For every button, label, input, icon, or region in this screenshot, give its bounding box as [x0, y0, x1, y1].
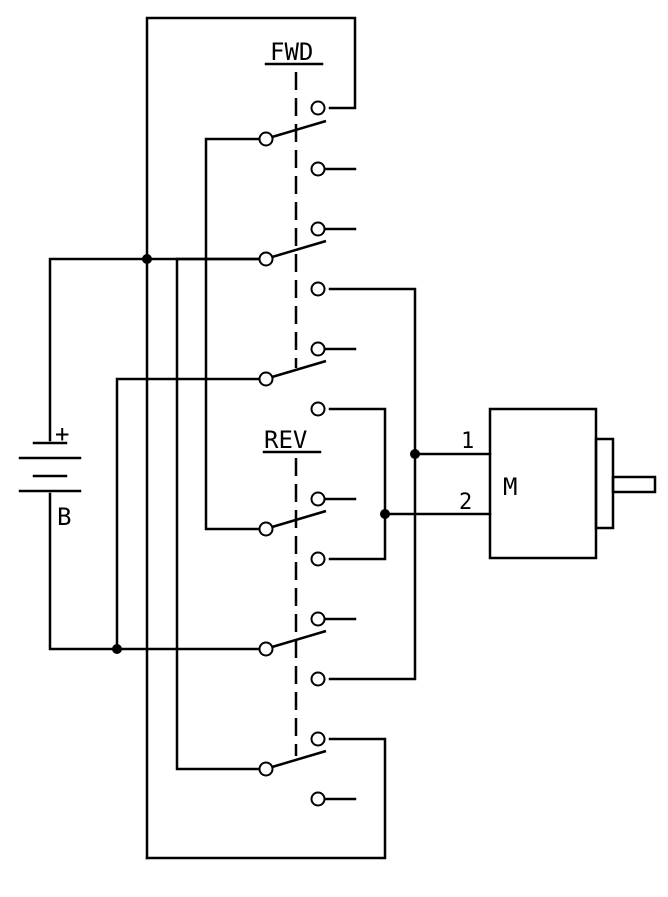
- fwd-switch-terminals: [258, 100, 326, 417]
- motor-symbol: [488, 407, 657, 560]
- switch-blades: [271, 119, 327, 769]
- battery-label: B: [57, 503, 71, 531]
- wire-fwd-pole1-to-rev-pole1: [204, 137, 268, 531]
- battery-negative-wire: [48, 492, 268, 651]
- rev-label: REV: [264, 426, 307, 454]
- outer-loop-wire: [145, 16, 357, 860]
- battery-symbol: [18, 441, 82, 493]
- junction-dots: [112, 254, 420, 654]
- wire-fwd-pole2-to-rev-pole3: [175, 257, 268, 771]
- rev-switch-terminals: [258, 491, 326, 807]
- battery-positive-wire: [48, 257, 268, 442]
- battery-plus-label: +: [55, 420, 69, 448]
- motor-label: M: [503, 473, 517, 501]
- bottom-loop-wire: [145, 737, 387, 860]
- motor-bus-2-wire: [328, 407, 387, 561]
- motor-bus-1-wire: [328, 287, 417, 681]
- motor-terminal-1-label: 1: [461, 429, 474, 454]
- fwd-label: FWD: [270, 38, 313, 66]
- wire-fwd-pole3-to-rev-pole2: [115, 377, 268, 651]
- motor-terminal-2-label: 2: [459, 490, 472, 515]
- contact-stubs: [324, 167, 357, 801]
